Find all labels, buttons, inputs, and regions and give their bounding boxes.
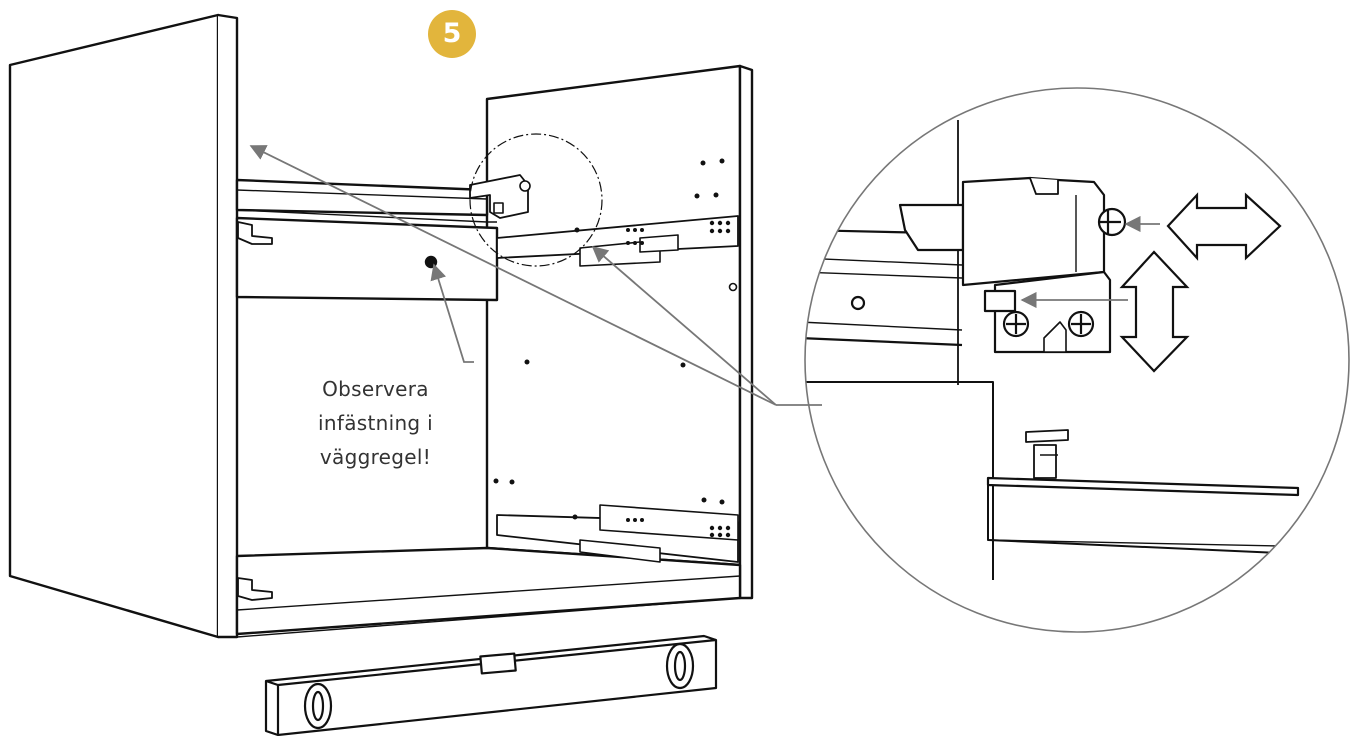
wall-rail: [235, 178, 497, 223]
hanging-bracket: [469, 174, 531, 219]
left-bracket-top: [237, 221, 273, 245]
panel-hole-ring: [728, 282, 738, 292]
panel-holes: [493, 158, 731, 538]
spirit-level-icon: [264, 634, 718, 736]
cabinet-left-panel: [8, 13, 239, 639]
zoom-circle-outline: [804, 87, 1350, 633]
pointer-to-wall-top: [249, 145, 777, 406]
cabinet: [8, 13, 754, 639]
double-arrow-horizontal-icon: [1166, 192, 1282, 261]
note-line-2: infästning i: [318, 411, 433, 435]
pointer-lines: [249, 145, 822, 406]
double-arrow-vertical-icon: [1119, 250, 1190, 373]
step-number-badge: 5: [428, 10, 476, 58]
detail-marker-circle: [469, 133, 603, 267]
left-bracket-bottom: [237, 577, 273, 601]
drawer-runner-upper: [496, 215, 739, 267]
drawer-runner-lower: [496, 504, 739, 563]
mounting-note: Observera infästning i väggregel!: [293, 372, 458, 474]
cabinet-right-panel: [485, 64, 754, 600]
pointer-to-bracket: [591, 245, 777, 406]
front-rail: [235, 216, 499, 302]
note-line-1: Observera: [322, 377, 429, 401]
zoom-detail: [804, 87, 1350, 633]
cabinet-bottom-shelf: [235, 546, 742, 638]
note-line-3: väggregel!: [319, 445, 432, 469]
pointer-note: [430, 263, 474, 363]
